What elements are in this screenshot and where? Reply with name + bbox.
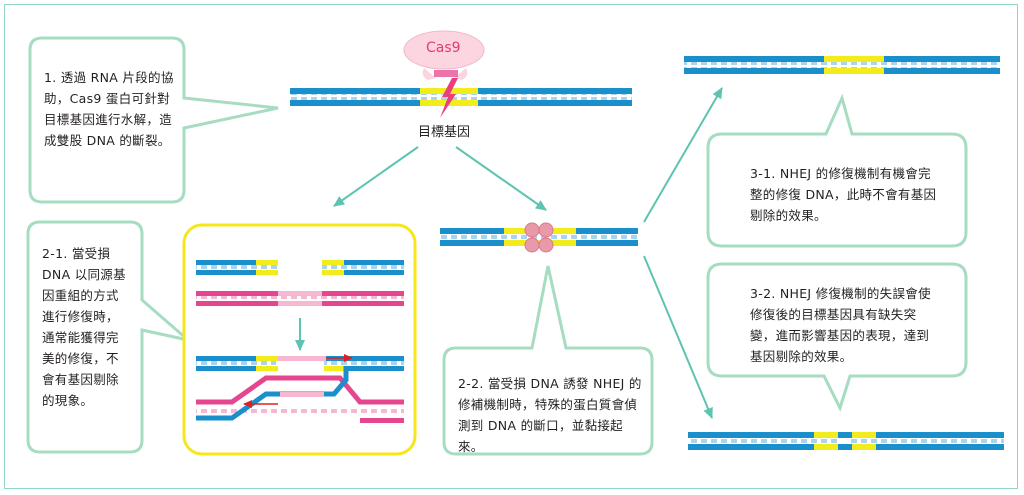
cas9-label: Cas9 xyxy=(426,40,461,56)
callout-bubble-step1 xyxy=(28,36,279,204)
step3-1-text: 3-1. NHEJ 的修復機制有機會完整的修復 DNA，此時不會有基因剔除的效果… xyxy=(750,166,937,223)
step1-text: 1. 透過 RNA 片段的協助，Cas9 蛋白可針對目標基因進行水解，造成雙股 … xyxy=(44,70,174,148)
callout-bubble-step3-2 xyxy=(706,262,968,412)
arrow-icon xyxy=(643,255,713,419)
repair-protein-icon xyxy=(524,222,554,253)
arrow-icon xyxy=(643,87,723,223)
mutated-dna xyxy=(688,432,1004,450)
callout-bubble-step2-2 xyxy=(442,265,654,456)
target-dna xyxy=(290,88,632,106)
repaired-dna xyxy=(684,56,1000,74)
callout-bubble-step2-1 xyxy=(26,220,189,454)
arrow-icon xyxy=(333,146,419,207)
cut-bolt-icon xyxy=(440,78,458,118)
target-gene-label: 目標基因 xyxy=(418,125,471,140)
callout-bubble-step3-1 xyxy=(706,93,968,248)
broken-dna xyxy=(196,260,404,275)
strand-invasion xyxy=(196,354,404,423)
arrow-icon xyxy=(455,146,547,211)
step3-2-text: 3-2. NHEJ 修復機制的失誤會使修復後的目標基因具有缺失突變，進而影響基因… xyxy=(750,286,931,364)
homolog-dna xyxy=(196,291,404,306)
cas9-protein-icon xyxy=(403,30,485,80)
step2-2-text: 2-2. 當受損 DNA 誘發 NHEJ 的修補機制時，特殊的蛋白質會偵測到 D… xyxy=(458,376,642,454)
step2-1-text: 2-1. 當受損 DNA 以同源基因重組的方式進行修復時，通常能獲得完美的修復，… xyxy=(42,246,126,408)
diagram-frame xyxy=(4,4,1018,489)
